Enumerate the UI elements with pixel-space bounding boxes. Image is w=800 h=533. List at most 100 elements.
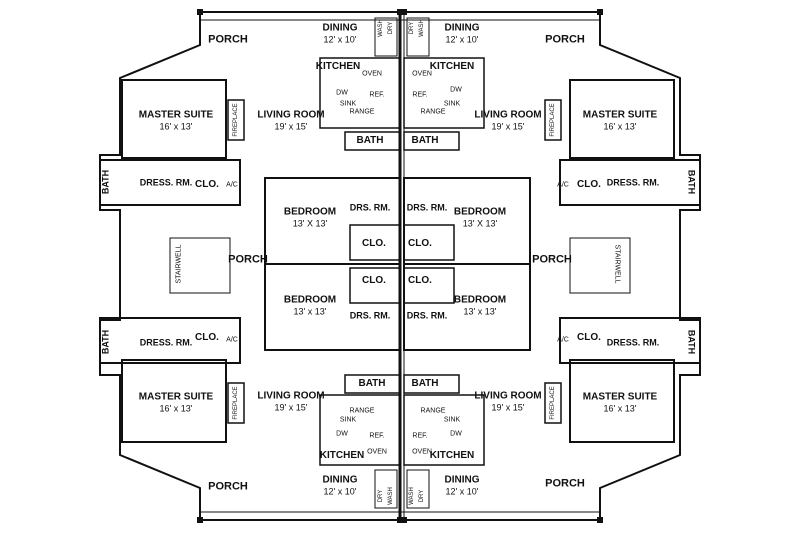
bath-tl: BATH: [356, 135, 384, 146]
bedroom-dim: 13' x 13': [293, 306, 327, 317]
fireplace-bl: FIREPLACE: [233, 386, 239, 420]
drs-rm-tr: DRS. RM.: [406, 202, 448, 213]
range-tl: RANGE: [349, 108, 375, 116]
porch-label-tr: PORCH: [545, 33, 585, 46]
dress-rm-bl: DRESS. RM.: [139, 337, 193, 348]
living-room-title: LIVING ROOM: [257, 109, 325, 121]
master-suite-dim: 16' x 13': [603, 121, 637, 132]
master-suite-tr: [569, 79, 675, 159]
master-suite-title: MASTER SUITE: [138, 391, 214, 403]
dw-br: DW: [450, 430, 462, 438]
living-room-dim: 19' x 15': [274, 402, 308, 413]
master-suite-dim: 16' x 13': [159, 121, 193, 132]
porch-label-bl: PORCH: [208, 480, 248, 493]
master-suite-bl: [121, 359, 227, 443]
master-suite-br: [569, 359, 675, 443]
living-room-dim: 19' x 15': [491, 402, 525, 413]
oven-br: OVEN: [412, 448, 432, 456]
kitchen-br: KITCHEN: [429, 450, 475, 461]
clo-br: CLO.: [577, 332, 601, 343]
master-suite-dim: 16' x 13': [159, 403, 193, 414]
bath-vert-tl: BATH: [100, 169, 111, 195]
porch-label-br: PORCH: [545, 477, 585, 490]
bath-vert-bl: BATH: [100, 329, 111, 355]
sink-tr: SINK: [443, 100, 461, 108]
clo-tl: CLO.: [195, 179, 219, 190]
kitchen-bl: KITCHEN: [319, 450, 365, 461]
living-room-title: LIVING ROOM: [474, 390, 542, 402]
stairwell-left: STAIRWELL: [175, 244, 183, 284]
bedroom-br: [403, 263, 531, 351]
oven-tl: OVEN: [362, 70, 382, 78]
fireplace-tl: FIREPLACE: [233, 103, 239, 137]
bath-vert-tr: BATH: [686, 169, 697, 195]
kitchen-tl: KITCHEN: [315, 61, 361, 72]
dry-tr: DRY: [409, 21, 415, 35]
fireplace-br: FIREPLACE: [550, 386, 556, 420]
ac-tl: A/C: [226, 181, 238, 189]
dining-dim: 12' x 10': [445, 486, 479, 497]
bedroom-title: BEDROOM: [283, 206, 337, 218]
ref-bl: REF.: [369, 432, 385, 440]
stairwell-right: STAIRWELL: [613, 244, 621, 284]
porch-label-tl: PORCH: [208, 33, 248, 46]
range-bl: RANGE: [349, 407, 375, 415]
bedroom-title: BEDROOM: [453, 206, 507, 218]
bath-tr: BATH: [411, 135, 439, 146]
range-tr: RANGE: [420, 108, 446, 116]
master-suite-title: MASTER SUITE: [582, 391, 658, 403]
master-suite-title: MASTER SUITE: [582, 109, 658, 121]
clo-c1: CLO.: [362, 238, 386, 249]
bedroom-dim: 13' x 13': [463, 306, 497, 317]
ac-br: A/C: [557, 336, 569, 344]
drs-rm-bl: DRS. RM.: [349, 310, 391, 321]
porch-label-ml: PORCH: [228, 253, 268, 266]
oven-bl: OVEN: [367, 448, 387, 456]
dress-rm-br: DRESS. RM.: [606, 337, 660, 348]
wash-br: WASH: [409, 487, 415, 505]
dining-title: DINING: [322, 474, 358, 486]
living-room-dim: 19' x 15': [491, 121, 525, 132]
range-br: RANGE: [420, 407, 446, 415]
bedroom-title: BEDROOM: [283, 294, 337, 306]
dry-bl: DRY: [378, 489, 384, 503]
wash-tr: WASH: [419, 19, 425, 37]
bath-br: BATH: [411, 378, 439, 389]
clo-c2: CLO.: [408, 238, 432, 249]
wash-bl: WASH: [388, 487, 394, 505]
master-suite-dim: 16' x 13': [603, 403, 637, 414]
fireplace-tr: FIREPLACE: [550, 103, 556, 137]
dw-tr: DW: [450, 86, 462, 94]
dress-rm-tr: DRESS. RM.: [606, 177, 660, 188]
master-suite-title: MASTER SUITE: [138, 109, 214, 121]
clo-c3: CLO.: [362, 275, 386, 286]
kitchen-tr: KITCHEN: [429, 61, 475, 72]
ref-tl: REF.: [369, 91, 385, 99]
sink-bl: SINK: [339, 416, 357, 424]
dw-bl: DW: [336, 430, 348, 438]
sink-br: SINK: [443, 416, 461, 424]
ref-tr: REF.: [412, 91, 428, 99]
wash-tl: WASH: [378, 19, 384, 37]
dining-title: DINING: [444, 22, 480, 34]
bedroom-bl: [264, 263, 401, 351]
dress-rm-tl: DRESS. RM.: [139, 177, 193, 188]
dw-tl: DW: [336, 89, 348, 97]
dining-title: DINING: [444, 474, 480, 486]
ac-tr: A/C: [557, 181, 569, 189]
ref-br: REF.: [412, 432, 428, 440]
ac-bl: A/C: [226, 336, 238, 344]
drs-rm-tl: DRS. RM.: [349, 202, 391, 213]
